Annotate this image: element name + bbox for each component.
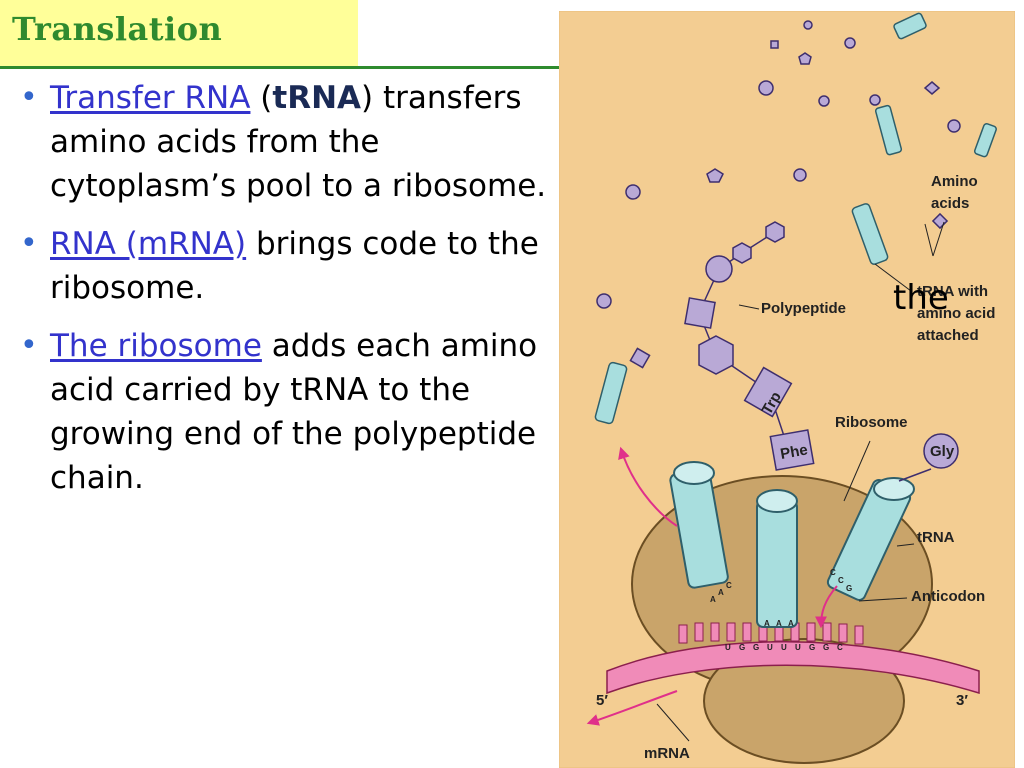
bound-trna-right bbox=[826, 477, 915, 601]
codon-base: G bbox=[809, 643, 815, 652]
slide-title-box: Translation bbox=[0, 0, 358, 66]
polypeptide-label: Polypeptide bbox=[761, 300, 846, 317]
anticodon-base: C bbox=[830, 568, 836, 577]
codon-base: U bbox=[767, 643, 773, 652]
bound-trna-middle bbox=[756, 489, 798, 628]
amino-acids-label: Amino bbox=[931, 173, 978, 190]
five-prime-label: 5′ bbox=[596, 692, 608, 709]
anticodon-base: A bbox=[710, 595, 716, 604]
mrna-link[interactable]: RNA (mRNA) bbox=[50, 226, 247, 262]
ribosome-label: Ribosome bbox=[835, 414, 908, 431]
mrna-label: mRNA bbox=[644, 745, 690, 762]
amino-acids-label: acids bbox=[931, 195, 969, 212]
bullet-list: • Transfer RNA (tRNA) transfers amino ac… bbox=[10, 76, 550, 514]
bullet-bold-text: tRNA bbox=[272, 80, 362, 116]
release-arrow bbox=[586, 446, 838, 726]
bullet-text: ) transfers amino acids from the cytopla… bbox=[50, 80, 547, 204]
title-rule bbox=[0, 66, 982, 69]
phe-label: Phe bbox=[779, 441, 809, 463]
bullet-text: brings code to the ribosome. bbox=[50, 226, 539, 306]
codon-base: G bbox=[753, 643, 759, 652]
leader-lines bbox=[656, 221, 945, 742]
transfer-rna-link[interactable]: Transfer RNA bbox=[50, 80, 251, 116]
anticodon-label: Anticodon bbox=[911, 588, 985, 605]
ribosome-link[interactable]: The ribosome bbox=[50, 328, 262, 364]
bullet-text: adds each amino acid carried by tRNA to … bbox=[50, 328, 538, 496]
codon-base: U bbox=[725, 643, 731, 652]
bullet-dot-icon: • bbox=[20, 80, 38, 115]
anticodon-base: A bbox=[776, 619, 782, 628]
trna-with-amino-acid-label: tRNA with bbox=[917, 283, 988, 300]
anticodon-base: A bbox=[764, 619, 770, 628]
codon-base: U bbox=[781, 643, 787, 652]
anticodon-base: A bbox=[788, 619, 794, 628]
codon-base: G bbox=[739, 643, 745, 652]
codon-base: U bbox=[795, 643, 801, 652]
bullet-text: ( bbox=[250, 80, 273, 116]
trna-with-amino-acid-label: amino acid bbox=[917, 305, 995, 322]
gly-amino-acid bbox=[898, 433, 959, 482]
bullet-item: • Transfer RNA (tRNA) transfers amino ac… bbox=[10, 76, 550, 208]
trna-label: tRNA bbox=[917, 529, 955, 546]
gly-label: Gly bbox=[930, 443, 955, 460]
codon-base: C bbox=[837, 643, 843, 652]
anticodon-base: A bbox=[718, 588, 724, 597]
anticodon-base: C bbox=[838, 576, 844, 585]
bullet-item: • The ribosome adds each amino acid carr… bbox=[10, 324, 550, 500]
mrna-strand bbox=[606, 622, 980, 695]
bullet-dot-icon: • bbox=[20, 328, 38, 363]
bullet-dot-icon: • bbox=[20, 226, 38, 261]
bullet-item: • RNA (mRNA) brings code to the ribosome… bbox=[10, 222, 550, 310]
free-amino-acids bbox=[596, 20, 961, 369]
codon-base: G bbox=[823, 643, 829, 652]
bound-trna-left bbox=[669, 461, 729, 589]
anticodon-base: C bbox=[726, 581, 732, 590]
overlay-text: the bbox=[893, 278, 949, 318]
slide-title: Translation bbox=[12, 10, 223, 48]
free-trna-molecules bbox=[594, 12, 997, 425]
three-prime-label: 3′ bbox=[956, 692, 968, 709]
anticodon-base: G bbox=[846, 584, 852, 593]
polypeptide-chain bbox=[684, 221, 815, 471]
translation-figure: Amino acids tRNA with amino acid attache… bbox=[559, 11, 1015, 768]
trna-with-amino-acid-label: attached bbox=[917, 327, 979, 344]
